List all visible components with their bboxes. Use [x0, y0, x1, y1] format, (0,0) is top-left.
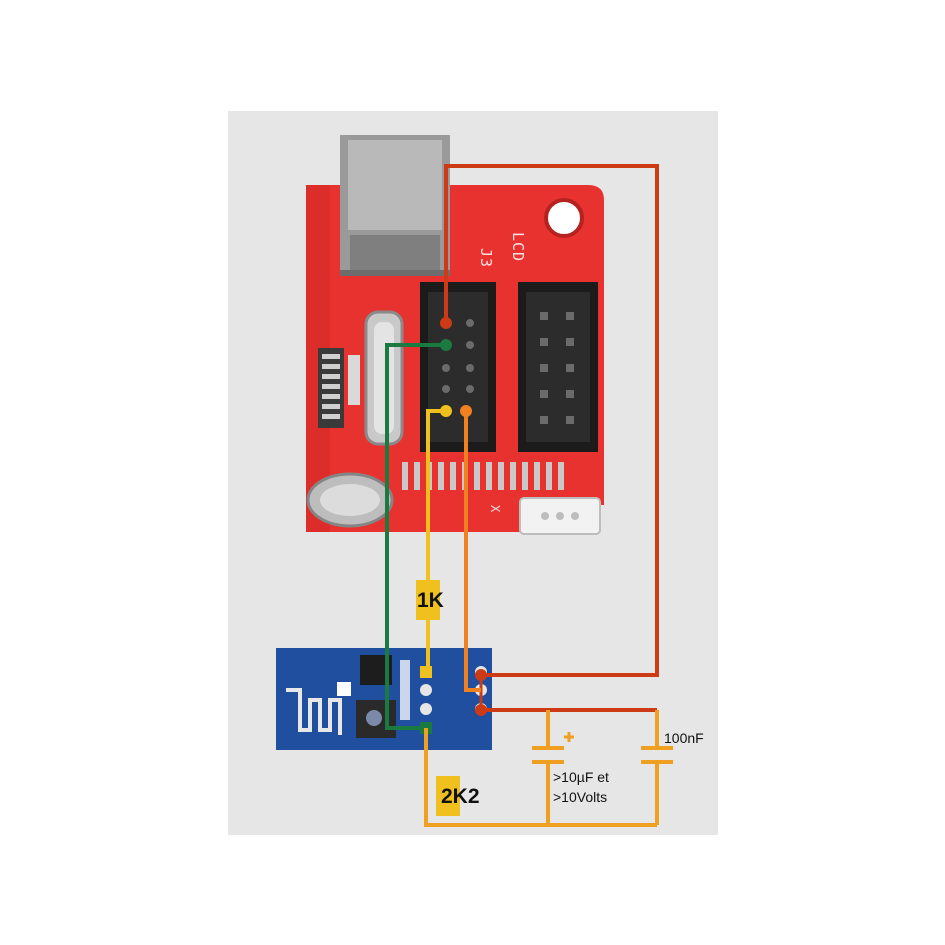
lcd-label: LCD: [509, 232, 527, 263]
capacitor-large-label-line2: >10Volts: [553, 789, 608, 805]
connector-label: X: [488, 505, 502, 514]
resistor-1k-body: [416, 580, 440, 620]
green-wire-tx: [385, 343, 446, 730]
smd-components: [318, 348, 360, 428]
orange-wire-gnd: [464, 411, 481, 692]
crystal-oscillator: [364, 310, 404, 446]
resistor-2k2-body: [436, 776, 460, 816]
resistor-1k-label: 1K: [417, 589, 444, 612]
usb-connector: [340, 135, 450, 276]
j3-header: [420, 282, 496, 452]
red-wire-vcc: [444, 164, 659, 677]
capacitor-small: [641, 746, 673, 764]
j3-pins: [440, 317, 474, 417]
capacitor-100nf-label: 100nF: [664, 730, 704, 746]
mounting-hole: [544, 198, 584, 238]
lcd-header: [518, 282, 598, 452]
capacitor-large-label-line1: >10µF et: [553, 769, 609, 785]
j3-label: J3: [477, 248, 495, 269]
white-connector: [519, 497, 601, 535]
amber-wire-ground: [424, 728, 657, 827]
crystal-oscillator-2: [306, 472, 394, 528]
esp8266-module: [276, 648, 492, 750]
capacitor-large: [532, 746, 564, 764]
plus-icon: [564, 732, 574, 742]
esp-pins: [475, 669, 487, 716]
resistor-2k2-label: 2K2: [441, 785, 480, 808]
